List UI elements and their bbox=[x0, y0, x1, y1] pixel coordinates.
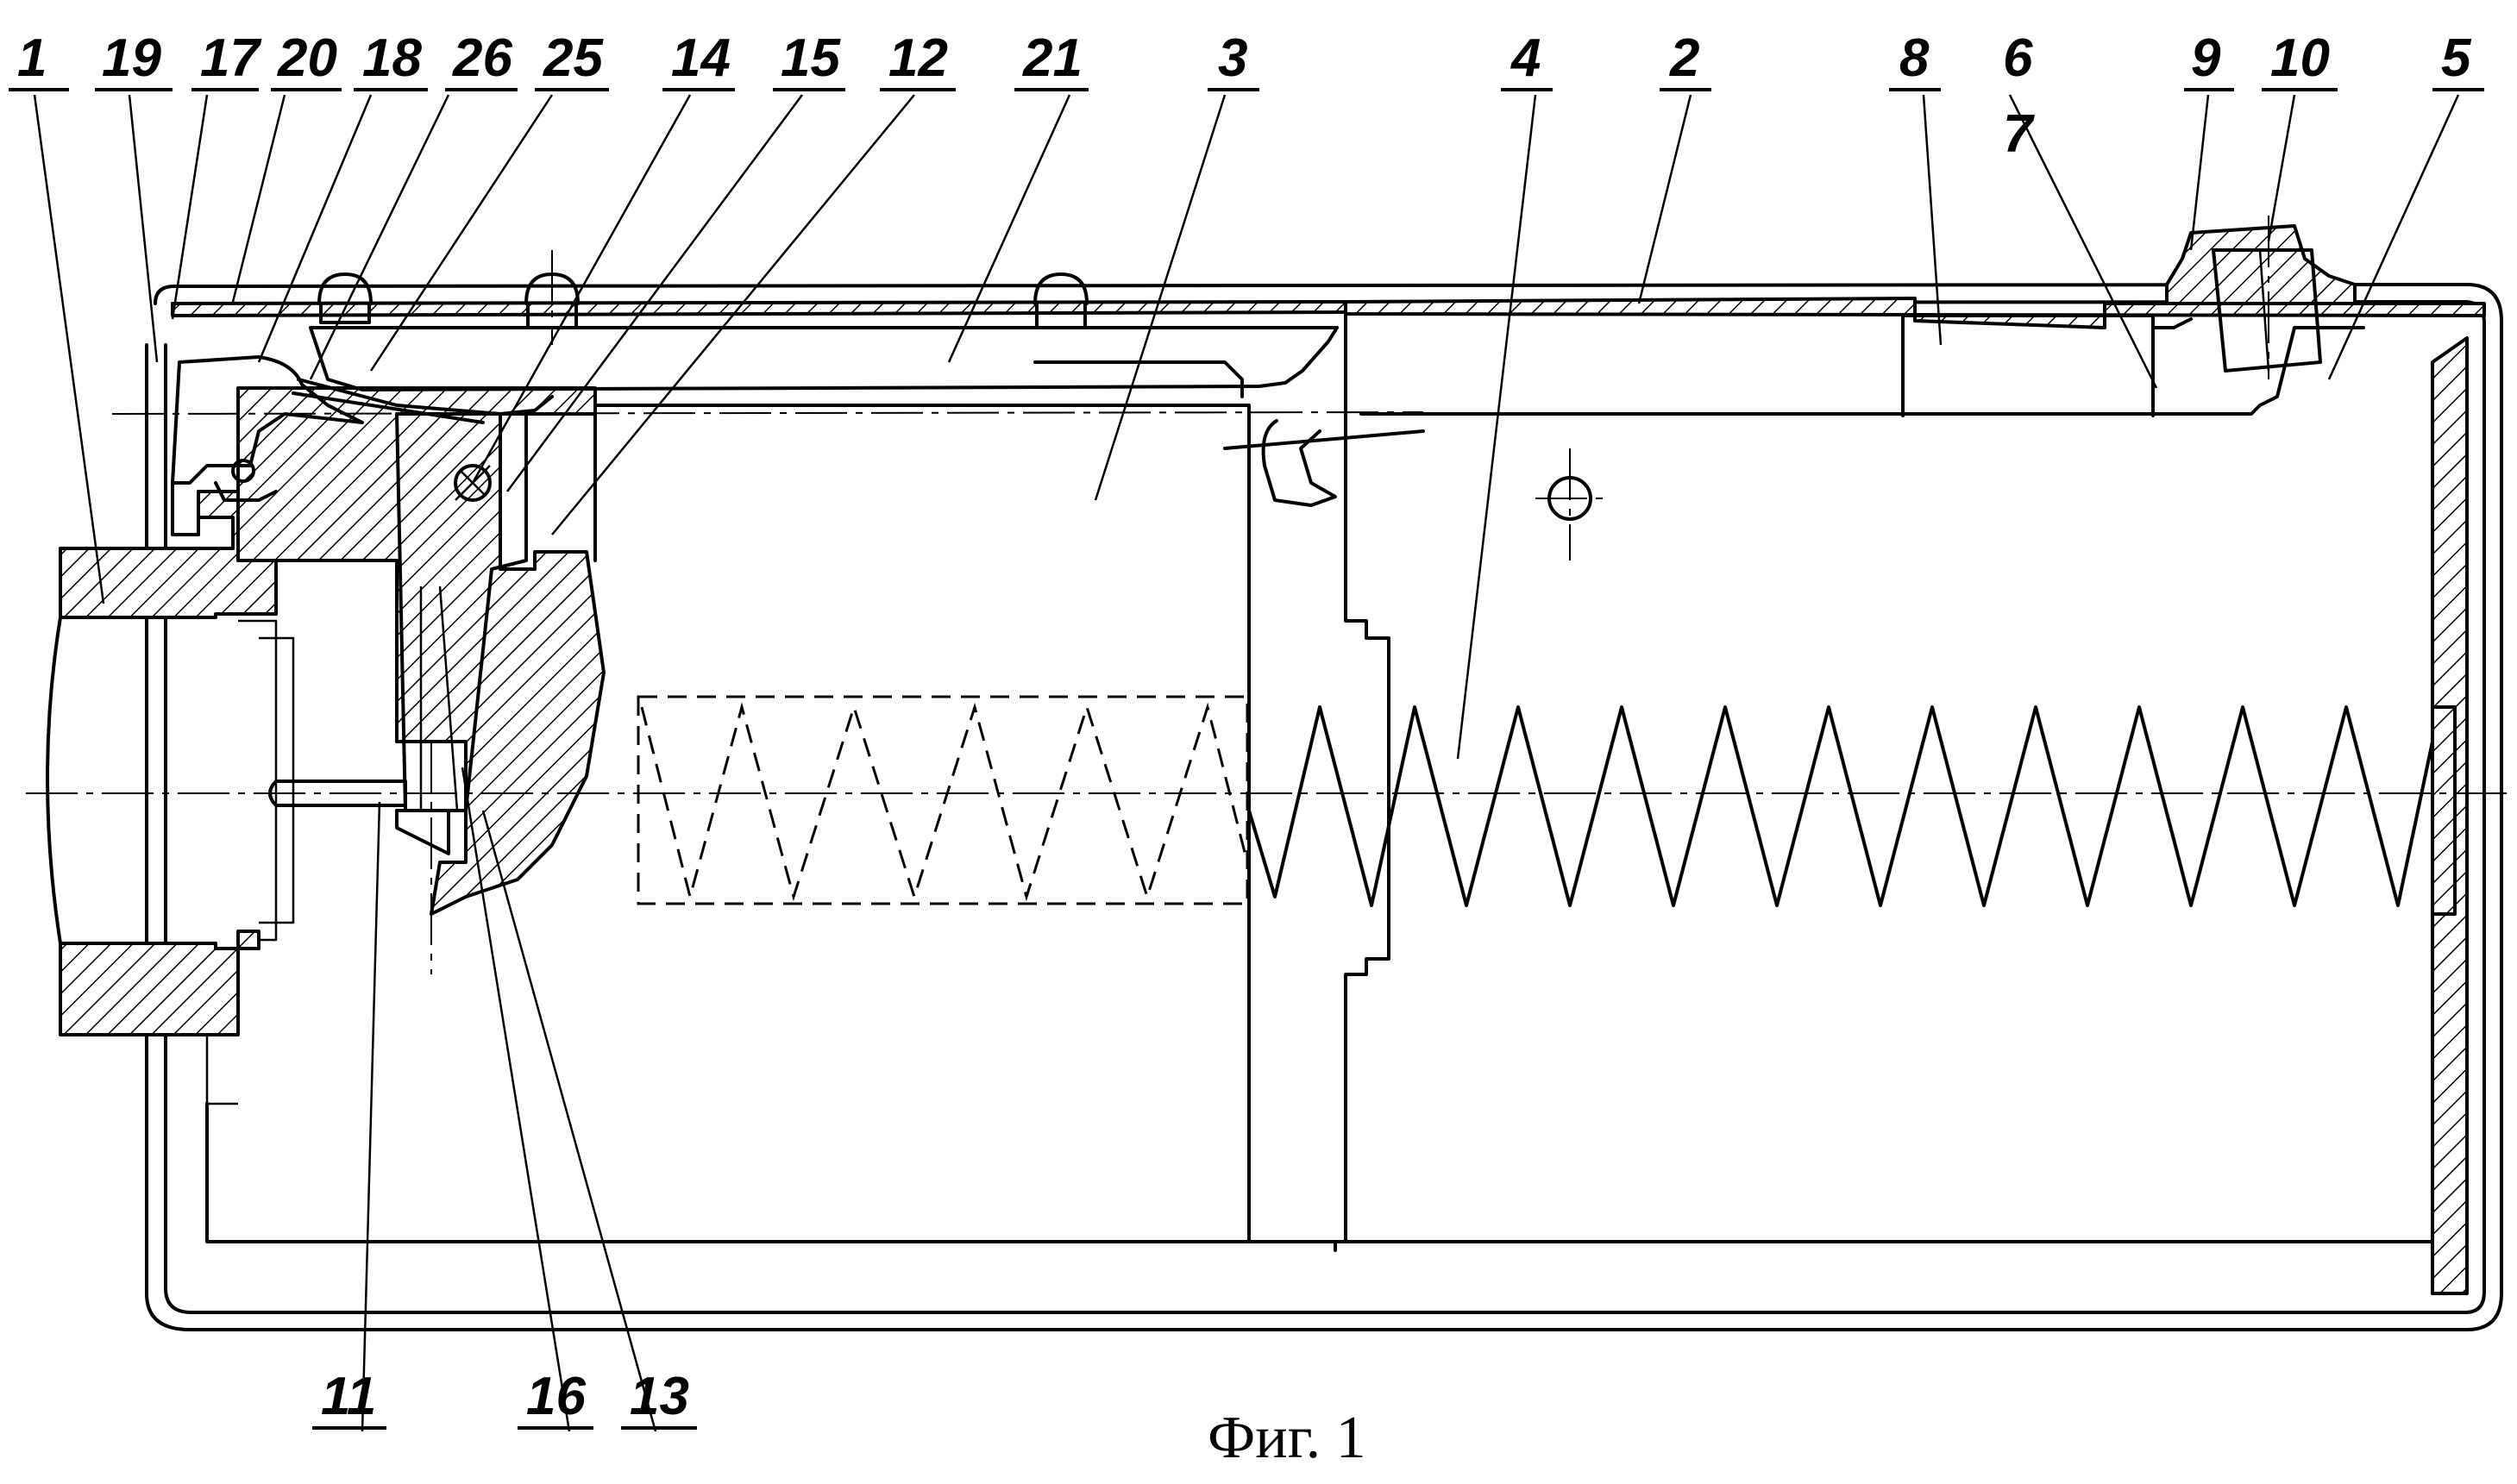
nozzle-fitting bbox=[47, 492, 276, 1104]
label-25: 25 bbox=[543, 28, 604, 88]
label-20: 20 bbox=[277, 28, 337, 88]
label-18: 18 bbox=[362, 28, 422, 88]
callout-labels: 1 19 17 20 18 26 25 14 15 12 21 3 4 2 8 … bbox=[17, 28, 2472, 1426]
label-17: 17 bbox=[200, 28, 261, 88]
guide-bar bbox=[311, 328, 1337, 390]
spring-seat bbox=[2432, 707, 2455, 914]
compressed-spring bbox=[638, 697, 1247, 904]
label-4: 4 bbox=[1510, 28, 1541, 88]
label-16: 16 bbox=[526, 1367, 586, 1426]
label-1: 1 bbox=[17, 28, 47, 88]
label-8: 8 bbox=[1899, 28, 1930, 88]
label-12: 12 bbox=[888, 28, 948, 88]
label-7: 7 bbox=[2003, 104, 2035, 164]
main-spring bbox=[1249, 707, 2432, 905]
label-14: 14 bbox=[671, 28, 731, 88]
label-15: 15 bbox=[781, 28, 841, 88]
label-2: 2 bbox=[1669, 28, 1699, 88]
label-6: 6 bbox=[2003, 28, 2033, 88]
label-19: 19 bbox=[102, 28, 161, 88]
striker bbox=[1225, 421, 1423, 505]
piston-block bbox=[595, 405, 1249, 1242]
label-11: 11 bbox=[321, 1367, 376, 1426]
bolt-fitting bbox=[2167, 226, 2355, 371]
figure-caption: Фиг. 1 bbox=[1208, 1405, 1366, 1471]
label-21: 21 bbox=[1022, 28, 1083, 88]
label-underlines bbox=[9, 90, 2484, 1428]
label-26: 26 bbox=[452, 28, 512, 88]
label-13: 13 bbox=[630, 1367, 689, 1426]
label-5: 5 bbox=[2441, 28, 2472, 88]
label-3: 3 bbox=[1218, 28, 1247, 88]
label-9: 9 bbox=[2191, 28, 2221, 88]
label-10: 10 bbox=[2270, 28, 2330, 88]
